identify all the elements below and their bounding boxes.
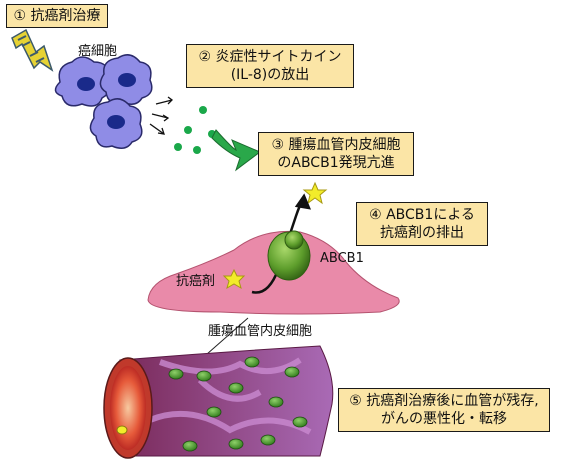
release-arrows: [149, 96, 173, 135]
drug-star-exported-icon: [302, 181, 328, 205]
step5-text-line1: ⑤ 抗癌剤治療後に血管が残存,: [349, 393, 539, 409]
abcb1-label: ABCB1: [320, 251, 364, 266]
step5-box: ⑤ 抗癌剤治療後に血管が残存, がんの悪性化・転移: [338, 388, 550, 432]
cancer-cells: [54, 54, 153, 149]
step3-box: ③ 腫瘍血管内皮細胞 のABCB1発現亢進: [258, 132, 414, 176]
cancer-cells-label: 癌細胞: [78, 44, 118, 59]
step4-text-line2: 抗癌剤の排出: [380, 225, 464, 241]
step5-text-line2: がんの悪性化・転移: [381, 411, 507, 427]
step3-text-line2: のABCB1発現亢進: [277, 155, 395, 171]
endothelial-cell-label: 腫瘍血管内皮細胞: [208, 324, 313, 339]
blood-vessel: [103, 345, 334, 459]
green-arrow-icon: [211, 129, 261, 172]
drug-star-icon: [222, 268, 246, 290]
cytokine-dots: [174, 106, 216, 154]
step2-text-line2: (IL-8)の放出: [230, 67, 310, 83]
abcb1-transporter: [267, 230, 311, 281]
step4-box: ④ ABCB1による 抗癌剤の排出: [356, 202, 488, 246]
step1-box: ① 抗癌剤治療: [6, 4, 108, 28]
step2-box: ② 炎症性サイトカイン (IL-8)の放出: [186, 44, 354, 88]
step4-text-line1: ④ ABCB1による: [369, 207, 475, 223]
anticancer-drug-label: 抗癌剤: [176, 274, 216, 289]
step1-text: ① 抗癌剤治療: [13, 8, 101, 24]
step3-text-line1: ③ 腫瘍血管内皮細胞: [271, 137, 401, 153]
treatment-bolt-icon: [11, 28, 54, 72]
step2-text-line1: ② 炎症性サイトカイン: [198, 49, 342, 65]
